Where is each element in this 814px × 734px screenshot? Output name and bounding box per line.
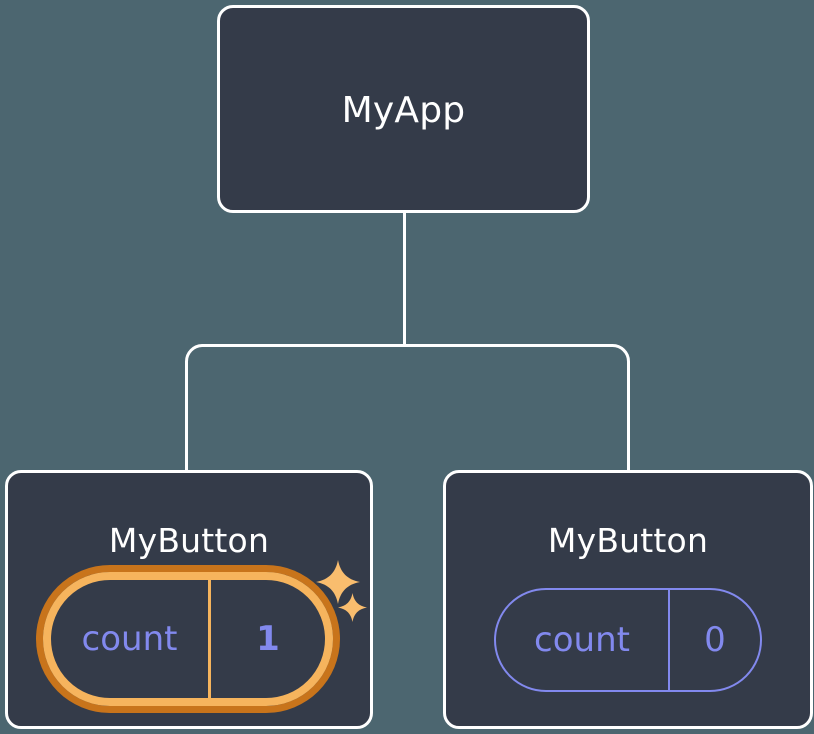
state-value-label: 1 [256, 619, 280, 659]
connector-branch-right [404, 343, 630, 470]
state-badge-count[interactable]: count 0 [494, 588, 762, 692]
state-value-label: 0 [704, 620, 726, 660]
component-node-title: MyButton [547, 521, 709, 560]
state-badge-count-highlighted[interactable]: count 1 [43, 572, 333, 706]
component-node-title: MyApp [341, 90, 466, 131]
connector-branch-left [185, 344, 405, 470]
component-node-myapp[interactable]: MyApp [217, 5, 590, 213]
component-node-title: MyButton [108, 521, 270, 560]
state-key-label: count [496, 590, 670, 690]
state-key-label: count [51, 580, 211, 698]
